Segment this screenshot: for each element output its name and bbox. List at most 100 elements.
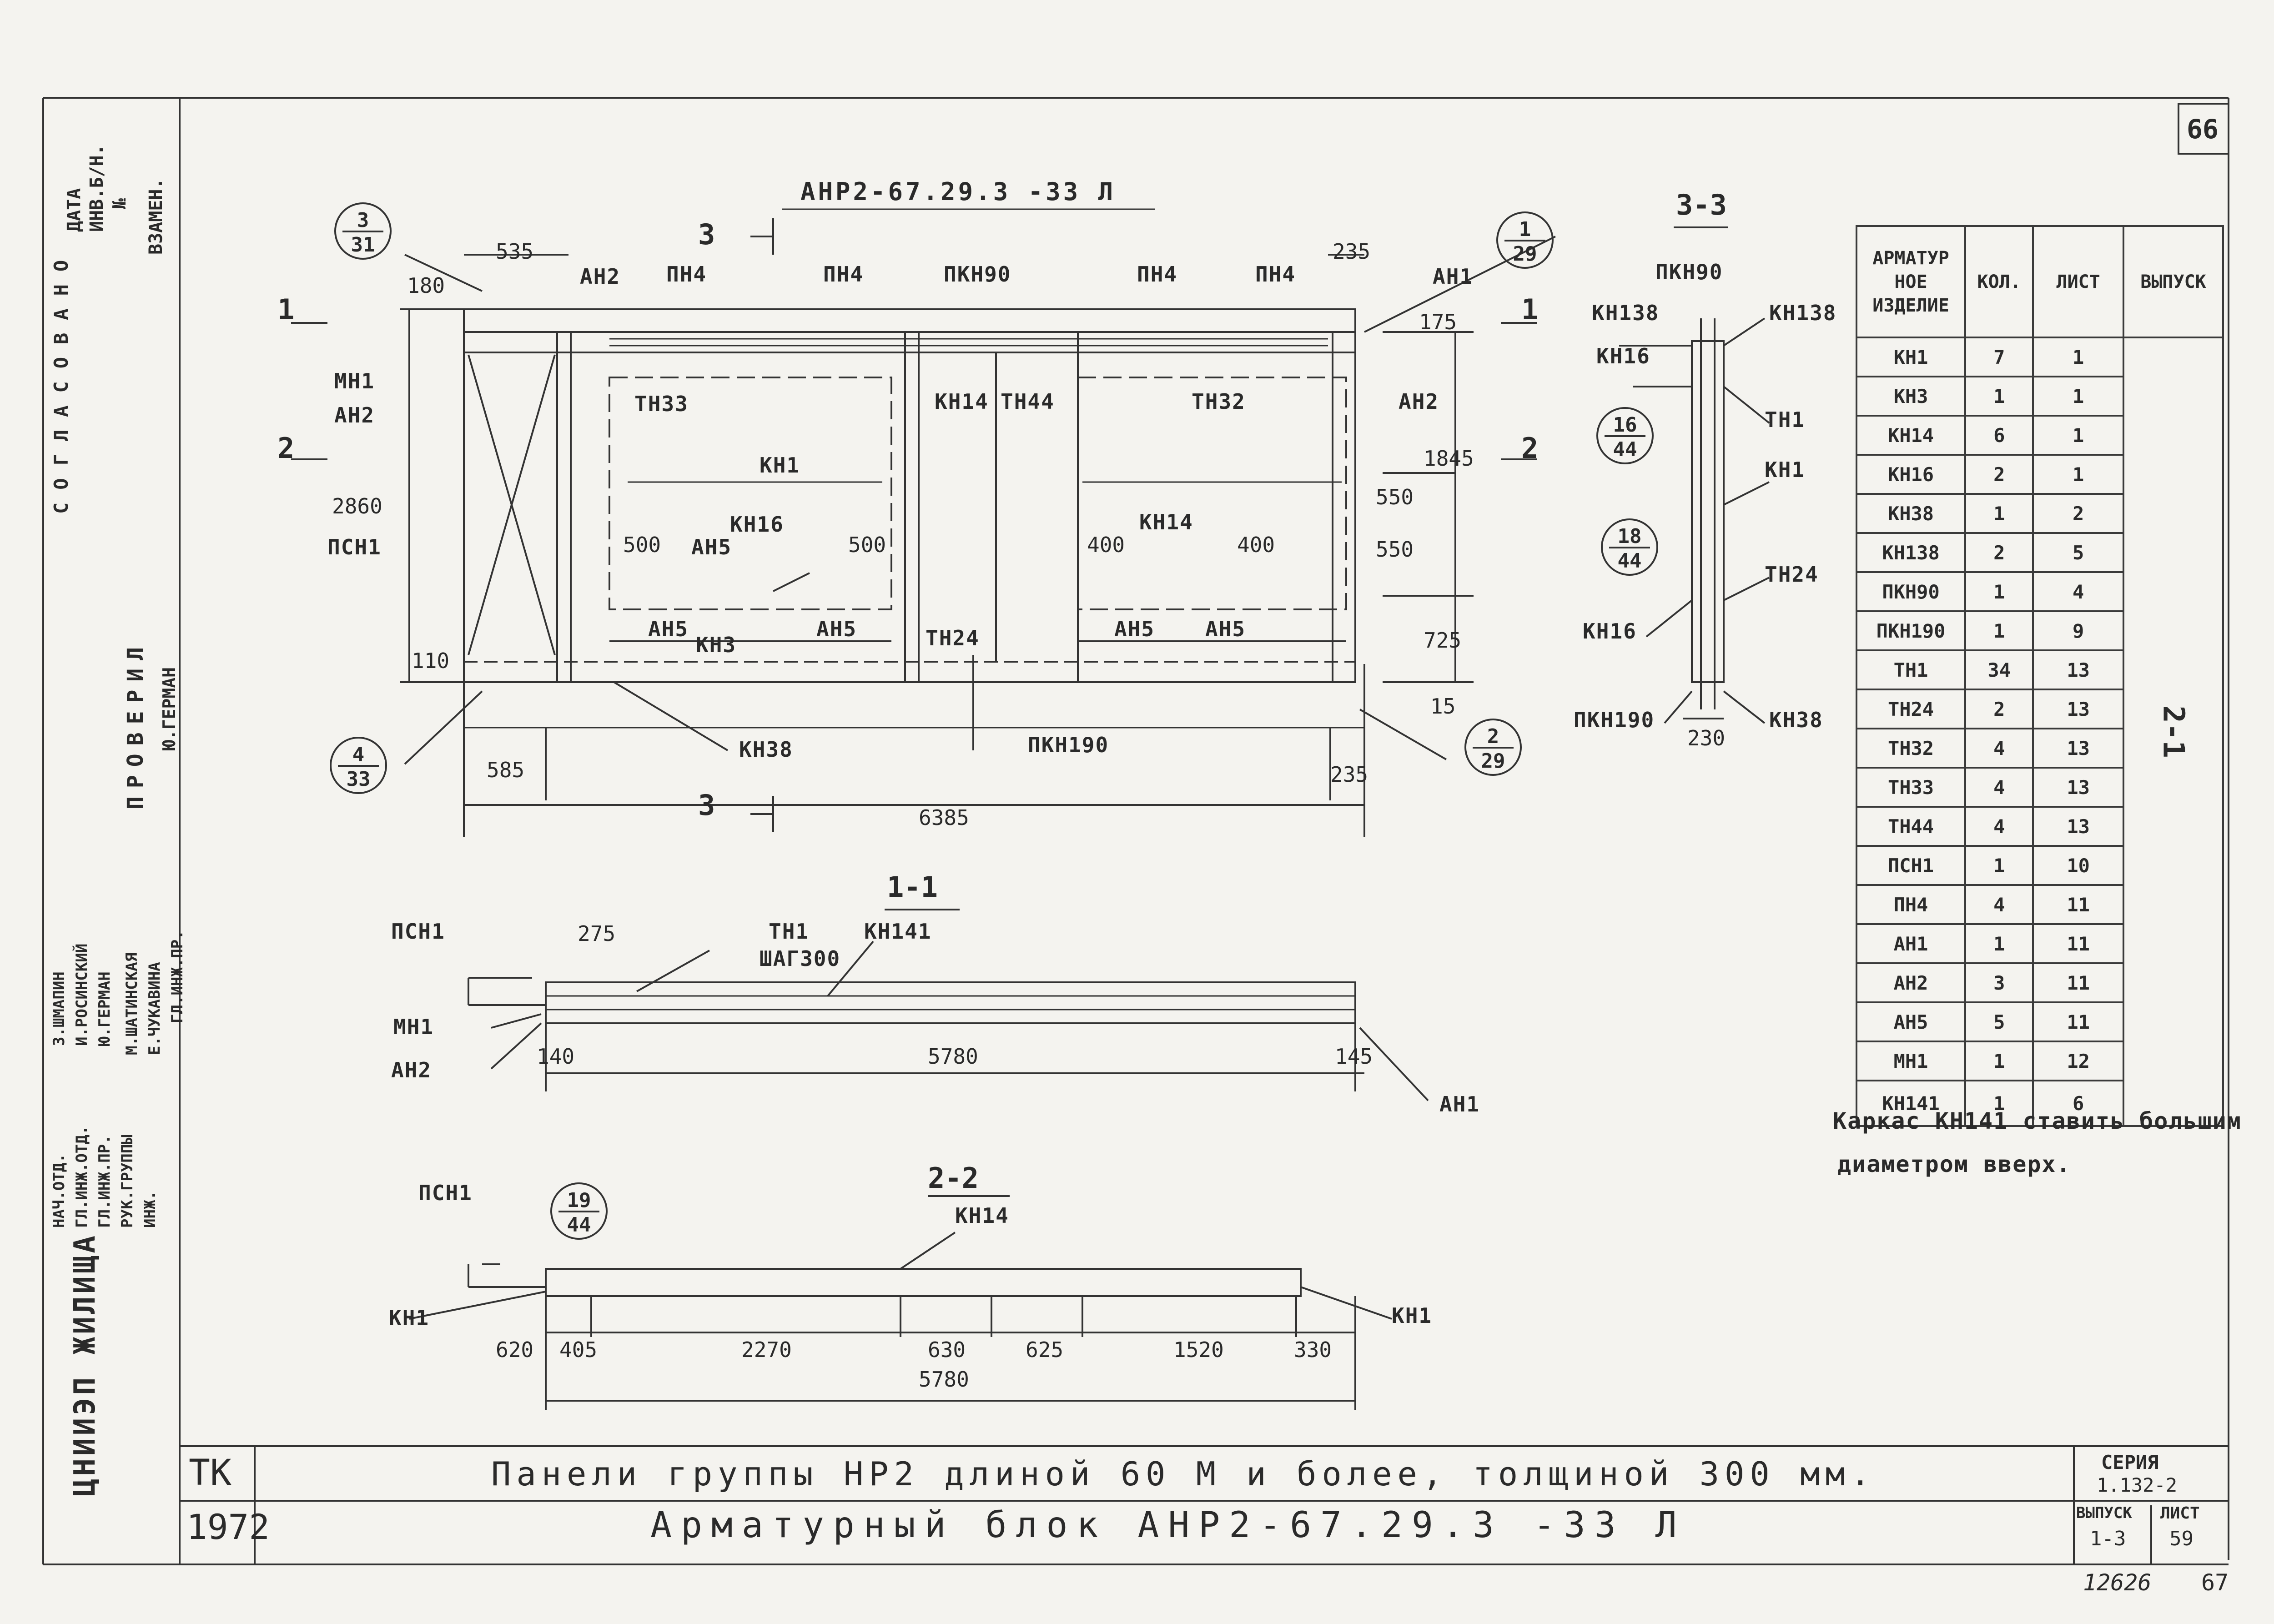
spec-cell-sheet: 11	[2032, 884, 2124, 925]
spec-cell-sheet: 1	[2032, 337, 2124, 377]
spec-cell-sheet: 13	[2032, 767, 2124, 808]
label-mn1: МН1	[334, 369, 375, 393]
spec-header-sheet: ЛИСТ	[2032, 225, 2124, 338]
label-psn1: ПСН1	[327, 535, 382, 559]
stamp-org: ЦНИИЭП ЖИЛИЩА	[68, 1233, 102, 1496]
issue-label: ВЫПУСК	[2076, 1504, 2132, 1522]
spec-cell-qty: 1	[1964, 376, 2034, 417]
section-1-1-outline	[545, 981, 1356, 1024]
spec-cell-sheet: 4	[2032, 571, 2124, 612]
s33-kn138a: КН138	[1592, 301, 1660, 325]
label-an5-c: АН5	[816, 617, 857, 641]
spec-cell-sheet: 13	[2032, 728, 2124, 769]
label-kn38: КН38	[739, 737, 793, 762]
spec-cell-item: ТН44	[1855, 806, 1967, 847]
sheet-value: 59	[2169, 1527, 2194, 1550]
spec-cell-qty: 4	[1964, 728, 2034, 769]
label-tn24: ТН24	[926, 626, 980, 650]
spec-cell-item: КН1	[1855, 337, 1967, 377]
s11-tn1: ТН1	[769, 919, 810, 944]
spec-cell-sheet: 1	[2032, 376, 2124, 417]
s33-kn138b: КН138	[1769, 301, 1837, 325]
sheet-label: ЛИСТ	[2160, 1504, 2200, 1523]
label-kn1: КН1	[760, 453, 800, 478]
section-3-3-title: 3-3	[1676, 188, 1727, 221]
stamp-no: №	[109, 198, 130, 209]
spec-table: АРМАТУР НОЕ ИЗДЕЛИЕ КОЛ. ЛИСТ ВЫПУСК КН1…	[1855, 225, 2224, 1127]
section-2-2-title: 2-2	[928, 1161, 979, 1195]
dim-6385: 6385	[919, 805, 969, 830]
s22-kn1-left: КН1	[389, 1306, 430, 1330]
label-pn4-4: ПН4	[1255, 262, 1296, 287]
spec-header-issue: ВЫПУСК	[2122, 225, 2224, 338]
spec-cell-qty: 4	[1964, 884, 2034, 925]
s11-step: ШАГ300	[760, 946, 841, 971]
spec-cell-qty: 2	[1964, 454, 2034, 495]
label-pn4-2: ПН4	[823, 262, 864, 287]
spec-header-item: АРМАТУР НОЕ ИЗДЕЛИЕ	[1855, 225, 1967, 338]
spec-cell-item: ТН32	[1855, 728, 1967, 769]
stamp-replace: ВЗАМЕН.	[146, 178, 166, 255]
stamp-role-4: РУК.ГРУППЫ	[118, 1135, 136, 1228]
section-mark-3-top: 3	[698, 218, 715, 251]
sheet-number-box	[2178, 103, 2229, 155]
label-an5-b: АН5	[648, 617, 689, 641]
dim-235-bot: 235	[1330, 762, 1368, 787]
label-tn32: ТН32	[1192, 389, 1246, 414]
label-pn4-1: ПН4	[666, 262, 707, 287]
spec-header-qty: КОЛ.	[1964, 225, 2034, 338]
spec-cell-qty: 3	[1964, 962, 2034, 1003]
spec-cell-qty: 7	[1964, 337, 2034, 377]
spec-cell-qty: 4	[1964, 806, 2034, 847]
s22-dim-630: 630	[928, 1337, 966, 1362]
stamp-role-6: ГЛ.ИНЖ.ПР.	[168, 930, 186, 1023]
opening-left	[609, 377, 892, 610]
label-kn14-a: КН14	[935, 389, 989, 414]
spec-issue-value: 2-1	[2156, 705, 2190, 758]
dim-725: 725	[1424, 628, 1462, 653]
section-mark-2-right: 2	[1521, 432, 1539, 465]
s22-kn14: КН14	[955, 1203, 1009, 1228]
dim-500b: 500	[848, 533, 886, 557]
dim-235-top: 235	[1333, 239, 1371, 264]
label-pn4-3: ПН4	[1137, 262, 1178, 287]
dim-535: 535	[496, 239, 534, 264]
spec-cell-item: ПН4	[1855, 884, 1967, 925]
label-an2-right: АН2	[1399, 389, 1439, 414]
spec-cell-item: ПКН190	[1855, 610, 1967, 651]
main-mark: АНР2-67.29.3 -33 Л	[800, 177, 1116, 206]
label-kn14-b: КН14	[1139, 510, 1193, 534]
label-kn16: КН16	[730, 512, 784, 537]
stamp-checked: ПРОВЕРИЛ	[123, 639, 148, 809]
section-1-1-title: 1-1	[887, 870, 938, 904]
s22-dim-405: 405	[559, 1337, 598, 1362]
spec-cell-item: КН138	[1855, 532, 1967, 573]
stamp-name-5: Е.ЧУКАВИНА	[146, 962, 164, 1055]
s33-pkn190: ПКН190	[1574, 708, 1655, 732]
section-mark-1-right: 1	[1521, 293, 1539, 326]
spec-header-row: АРМАТУР НОЕ ИЗДЕЛИЕ КОЛ. ЛИСТ ВЫПУСК	[1855, 225, 2224, 338]
s22-dim-620: 620	[496, 1337, 534, 1362]
label-pkn90: ПКН90	[944, 262, 1011, 287]
label-an1-top: АН1	[1433, 264, 1474, 289]
s33-pkn90: ПКН90	[1655, 260, 1723, 284]
s22-dim-2270: 2270	[741, 1337, 792, 1362]
s33-dim-230: 230	[1687, 726, 1726, 750]
